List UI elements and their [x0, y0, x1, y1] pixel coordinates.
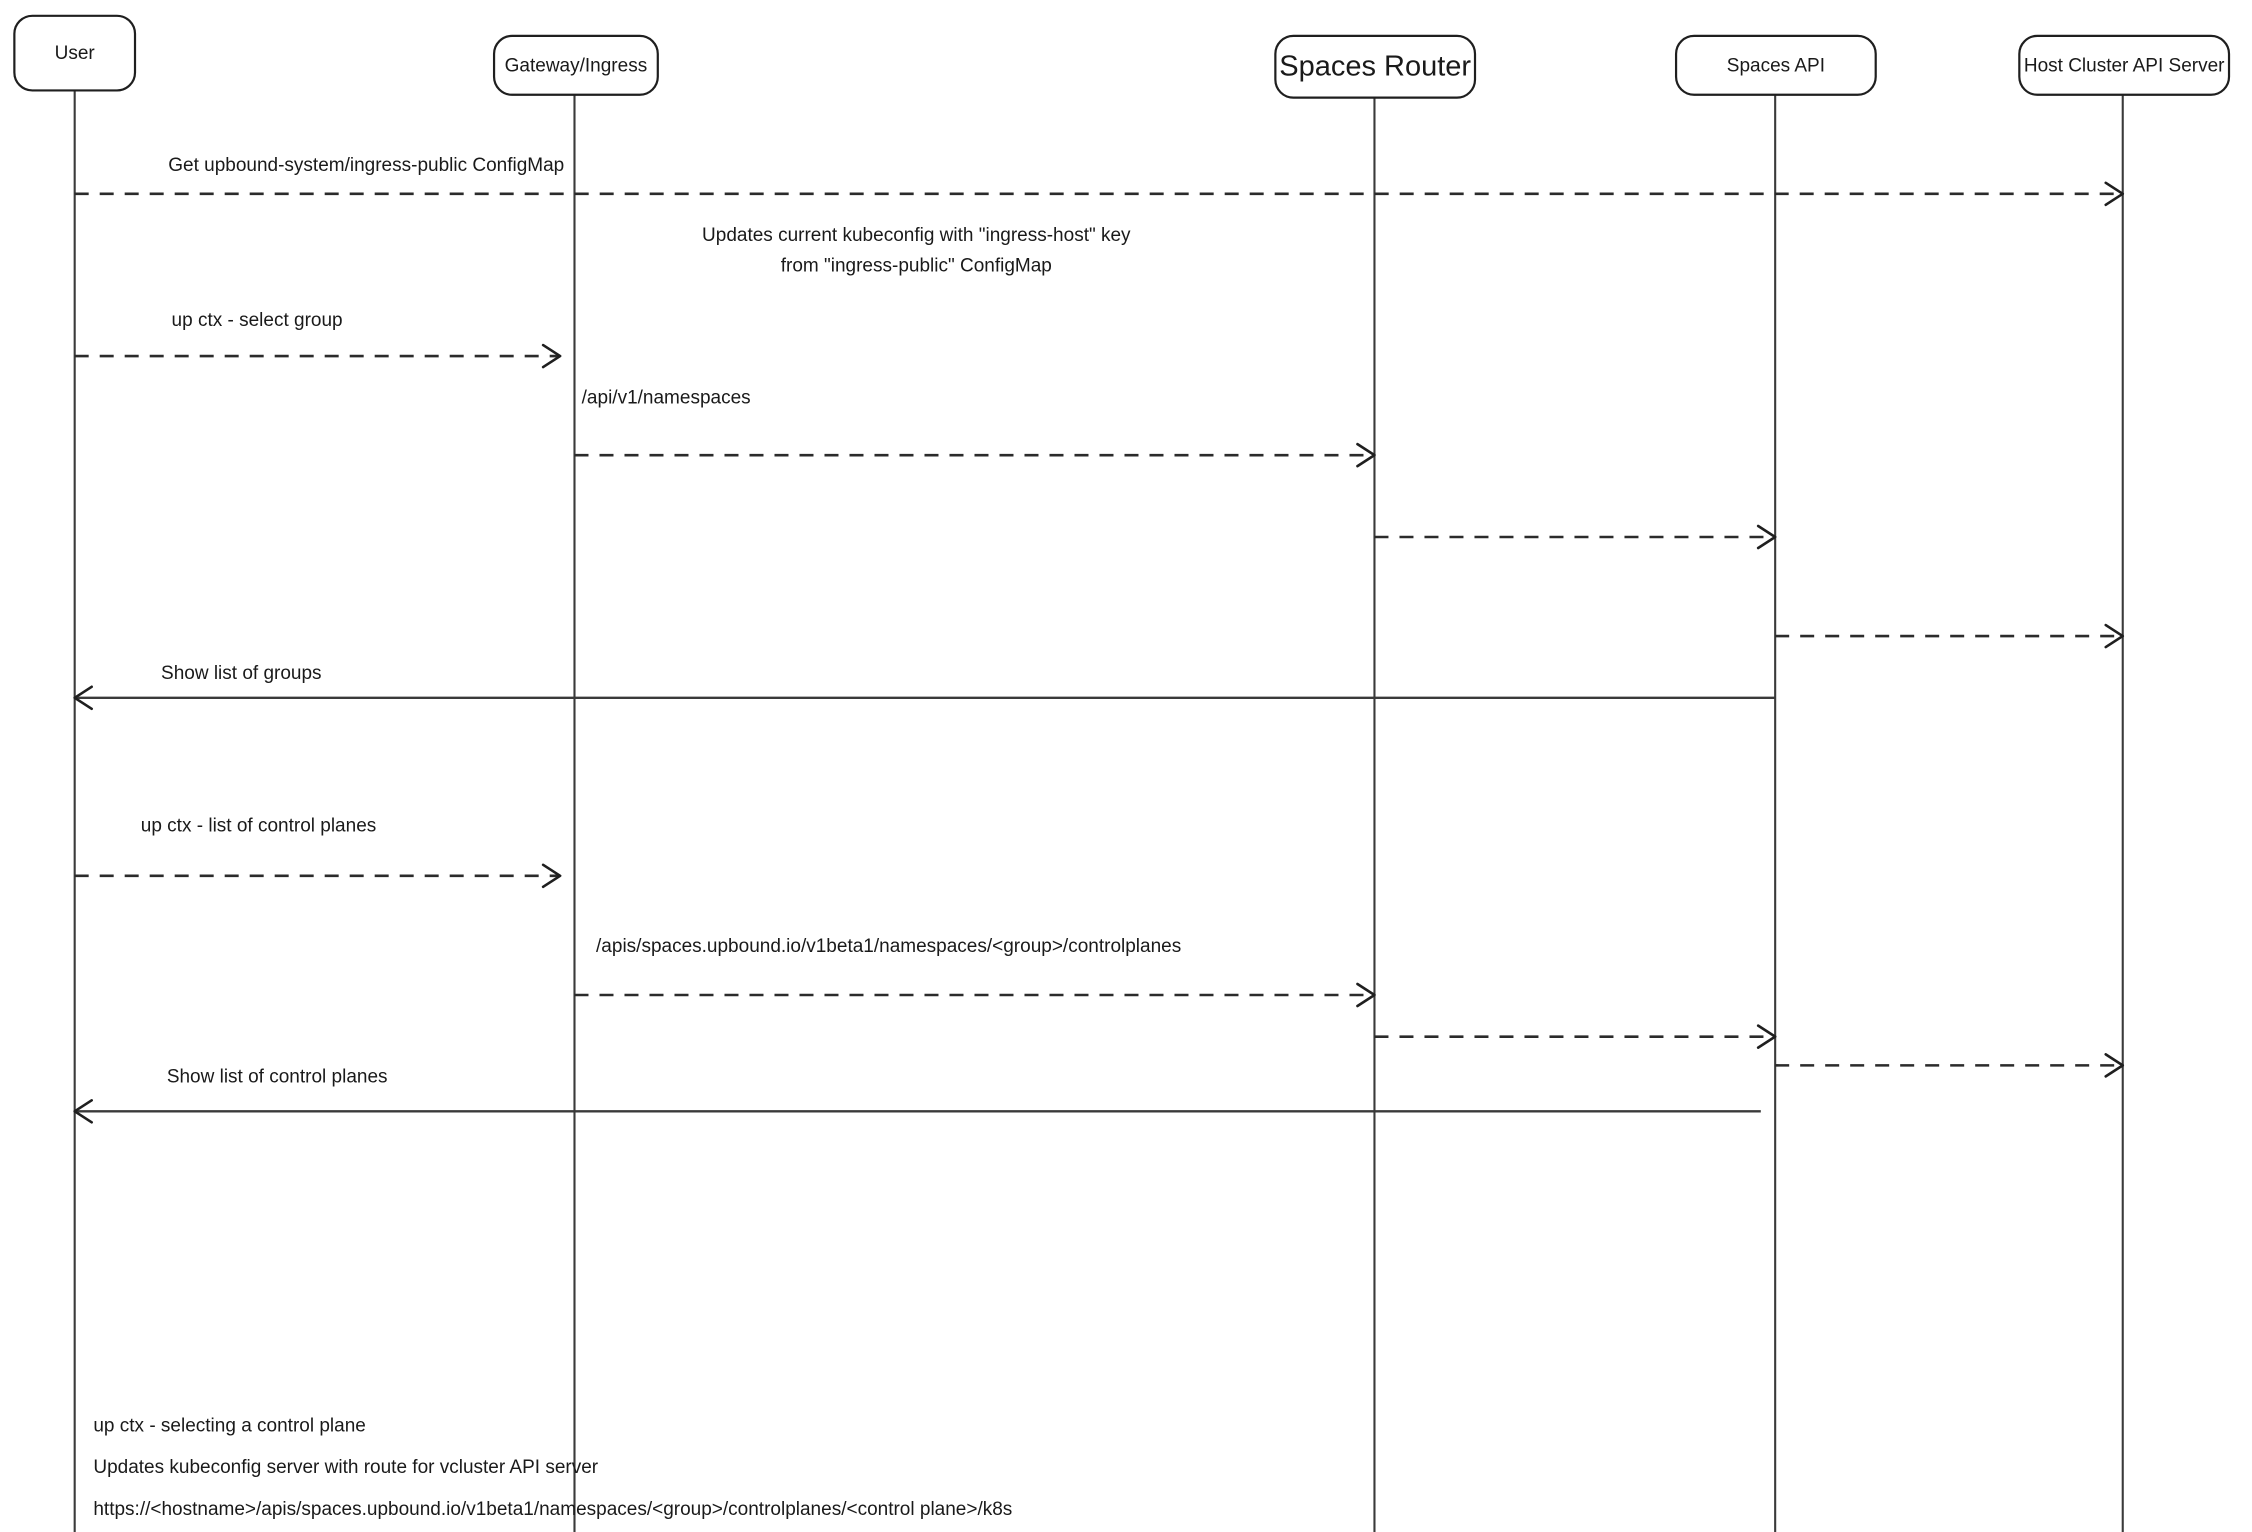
- note-line: from "ingress-public" ConfigMap: [781, 255, 1052, 276]
- participant-box: [1274, 34, 1477, 99]
- message-label: /apis/spaces.upbound.io/v1beta1/namespac…: [596, 936, 1181, 957]
- footer-line-3: https://<hostname>/apis/spaces.upbound.i…: [93, 1499, 1012, 1520]
- message-arrowhead: [1356, 982, 1376, 1008]
- message-label: Show list of groups: [161, 663, 322, 684]
- participant-box: [492, 34, 659, 96]
- participant-label: Spaces Router: [1279, 50, 1471, 82]
- message-arrowhead: [73, 685, 93, 711]
- footer-layer: up ctx - selecting a control planeUpdate…: [93, 1415, 1012, 1519]
- participant-box: [1674, 34, 1877, 96]
- participant-spaces-api[interactable]: Spaces API: [1674, 34, 1877, 96]
- message-label: Show list of control planes: [167, 1067, 388, 1088]
- message-m8[interactable]: /apis/spaces.upbound.io/v1beta1/namespac…: [574, 936, 1376, 1008]
- footer-line-2: Updates kubeconfig server with route for…: [93, 1457, 598, 1478]
- participant-user[interactable]: User: [13, 14, 137, 92]
- participant-spaces-router[interactable]: Spaces Router: [1274, 34, 1477, 99]
- message-arrowhead: [2104, 181, 2125, 207]
- participant-label: User: [55, 43, 96, 64]
- participant-gateway[interactable]: Gateway/Ingress: [492, 34, 659, 96]
- footer-line-1: up ctx - selecting a control plane: [93, 1415, 366, 1436]
- message-m7[interactable]: up ctx - list of control planes: [74, 815, 562, 889]
- note-note1: Updates current kubeconfig with "ingress…: [702, 225, 1131, 276]
- participant-label: Host Cluster API Server: [2024, 55, 2225, 76]
- lifelines-layer: [73, 90, 2124, 1532]
- message-m4[interactable]: [1374, 524, 1777, 550]
- participant-label: Gateway/Ingress: [505, 55, 648, 76]
- message-arrowhead: [1756, 1024, 1777, 1049]
- message-arrowhead: [541, 863, 562, 889]
- participant-box: [13, 14, 137, 92]
- message-label: up ctx - select group: [172, 310, 343, 331]
- message-arrowhead: [73, 1099, 93, 1124]
- message-m9[interactable]: [1374, 1024, 1777, 1049]
- participant-box: [2018, 34, 2231, 96]
- notes-layer: Updates current kubeconfig with "ingress…: [702, 225, 1131, 276]
- message-m3[interactable]: /api/v1/namespaces: [574, 387, 1376, 468]
- message-label: /api/v1/namespaces: [582, 387, 751, 408]
- message-m5[interactable]: [1775, 623, 2125, 649]
- message-arrowhead: [1356, 442, 1376, 468]
- message-arrowhead: [1756, 524, 1777, 550]
- message-m1[interactable]: Get upbound-system/ingress-public Config…: [74, 155, 2125, 207]
- message-label: up ctx - list of control planes: [141, 815, 377, 836]
- message-m6[interactable]: Show list of groups: [73, 663, 1776, 711]
- note-line: Updates current kubeconfig with "ingress…: [702, 225, 1131, 246]
- messages-layer: Get upbound-system/ingress-public Config…: [73, 155, 2125, 1124]
- message-m2[interactable]: up ctx - select group: [74, 310, 562, 369]
- participant-label: Spaces API: [1727, 55, 1825, 76]
- message-arrowhead: [2104, 1053, 2125, 1078]
- message-arrowhead: [2104, 623, 2125, 649]
- message-label: Get upbound-system/ingress-public Config…: [168, 155, 564, 176]
- participant-host-cluster[interactable]: Host Cluster API Server: [2018, 34, 2231, 96]
- message-arrowhead: [541, 343, 562, 369]
- message-m10[interactable]: [1775, 1053, 2125, 1078]
- message-m11[interactable]: Show list of control planes: [73, 1067, 1761, 1124]
